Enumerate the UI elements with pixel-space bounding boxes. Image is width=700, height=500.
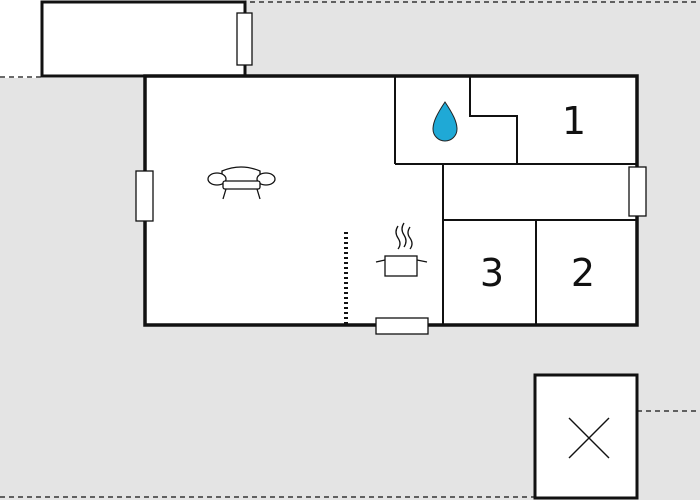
room-label-2: 2 (571, 251, 595, 295)
sofa-icon (207, 166, 276, 200)
outbuilding (533, 373, 639, 500)
room-label-3: 3 (480, 251, 504, 295)
cross-icon (568, 417, 610, 459)
windows (135, 12, 647, 335)
water-drop-icon (432, 101, 458, 142)
room-label-1: 1 (562, 99, 586, 143)
interior-walls (394, 77, 636, 324)
window-living-left (135, 170, 154, 222)
window-terrace (236, 12, 253, 66)
window-corridor-right (628, 166, 647, 217)
terrace (40, 0, 247, 78)
window-kitchen-bottom (375, 317, 429, 335)
cooking-pot-icon (375, 222, 428, 277)
